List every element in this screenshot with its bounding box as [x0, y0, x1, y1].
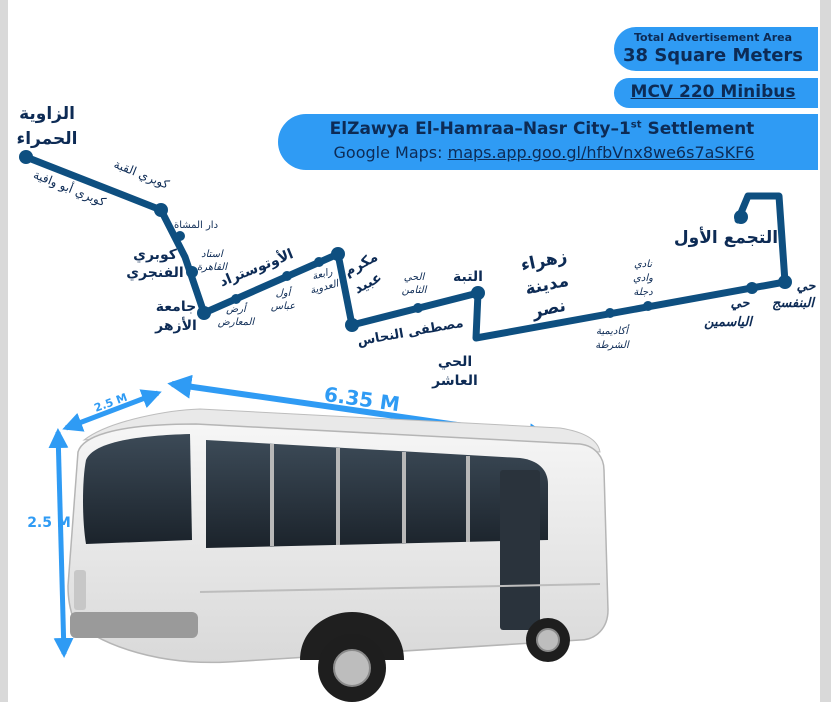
route-title-main: ElZawya El-Hamraa–Nasr City–1 [329, 119, 631, 139]
window-pillars [270, 444, 470, 546]
rear-bumper [70, 612, 198, 638]
length-label: 6.35 M [323, 382, 402, 416]
route-title: ElZawya El-Hamraa–Nasr City–1st Settleme… [278, 119, 806, 139]
front-wheel-rim [536, 628, 560, 652]
rear-lights [74, 570, 86, 610]
bus-model-badge: MCV 220 Minibus [614, 78, 818, 108]
stop-zawya-line2: الحمراء [17, 129, 78, 149]
stop-ard-line2: المعارض [218, 317, 256, 328]
stop-dot-fangary [186, 266, 198, 278]
stop-dot-tagamoa [734, 210, 748, 224]
stop-zawya-line1: الزاوية [19, 104, 75, 124]
stop-dot-kobri-qobba [154, 203, 168, 217]
stop-dot-tiba [471, 286, 485, 300]
stop-dot-zawya [19, 150, 33, 164]
stop-dot-rabaa [314, 257, 324, 267]
stop-labels: الزاوية الحمراء كوبري القبة كوبري أبو وا… [17, 104, 817, 389]
stop-dot-yasmeen [746, 282, 758, 294]
stop-tagamoa: التجمع الأول [674, 227, 778, 248]
stop-dot-thamen [413, 303, 423, 313]
stop-degla-line3: دجلة [633, 287, 653, 298]
stop-banafseg-line2: البنفسج [772, 296, 816, 311]
stop-abbas-line1: أول [276, 286, 293, 299]
bus-model: MCV 220 Minibus [630, 82, 796, 102]
stop-thamen-line2: الثامن [402, 285, 428, 296]
stop-dot-nahhas [345, 318, 359, 332]
stop-fangary-line2: الفنجري [126, 265, 183, 282]
stop-police-line1: أكاديمية [596, 324, 630, 337]
minibus-illustration [67, 408, 609, 702]
stop-dot-abbas [282, 271, 292, 281]
stop-tiba: التبة [453, 269, 483, 285]
stop-dar-el-mashah: دار المشاة [174, 220, 218, 231]
stop-ard-line1: أرض [226, 302, 248, 315]
stop-degla-line1: نادي [634, 259, 653, 270]
stop-ashir-line2: العاشر [431, 373, 478, 389]
stop-zahraa-line3: نصر [529, 296, 567, 323]
ad-area-value: 38 Square Meters [623, 45, 803, 66]
stop-dot-azhar [197, 306, 211, 320]
stop-dot-dar-el-mashah [175, 231, 185, 241]
rear-wheel-rim [333, 649, 371, 687]
stop-zahraa-line2: مدينة [523, 271, 570, 300]
route-stops [19, 150, 792, 332]
stop-yasmeen-line2: الياسمين [704, 315, 754, 330]
bus-door [500, 470, 540, 630]
stop-ashir-line1: الحي [438, 354, 472, 370]
route-badge: ElZawya El-Hamraa–Nasr City–1st Settleme… [278, 114, 818, 170]
stop-banafseg-line1: حي [797, 279, 817, 294]
stop-stad-line1: استاد [201, 249, 224, 260]
stop-thamen-line1: الحي [404, 272, 426, 283]
stop-police-line2: الشرطة [595, 340, 630, 351]
stop-abbas-line2: عباس [271, 301, 295, 312]
stop-dot-degla [643, 301, 653, 311]
stop-stad-line2: القاهرة [197, 262, 228, 273]
height-arrow [48, 428, 74, 658]
ad-area-badge: Total Advertisement Area 38 Square Meter… [614, 27, 818, 71]
stop-dot-police-academy [605, 308, 615, 318]
ad-area-label: Total Advertisement Area [633, 31, 793, 44]
height-label: 2.5 M [27, 515, 71, 531]
stop-azhar-line2: الأزهر [154, 317, 197, 334]
route-title-sup: st [630, 119, 642, 131]
stop-dot-makram [331, 247, 345, 261]
width-arrow [62, 389, 162, 432]
side-windows [206, 440, 548, 548]
stop-azhar-line1: جامعة [156, 299, 196, 315]
stop-rabaa-line1: رابعة [311, 267, 334, 283]
rear-window [83, 434, 192, 544]
stop-dot-banafseg [778, 275, 792, 289]
maps-label: Google Maps: [333, 143, 448, 162]
stop-fangary-line1: كوبري [133, 247, 178, 264]
stop-kobri-qobba: كوبري القبة [112, 157, 172, 193]
stop-autostrad: الأوتوستراد [217, 245, 296, 290]
stop-degla-line2: وادي [633, 273, 653, 284]
stop-dot-ard-el-maarad [231, 294, 241, 304]
stop-yasmeen-line1: حي [731, 296, 751, 311]
maps-line: Google Maps: maps.app.goo.gl/hfbVnx8we6s… [278, 143, 810, 162]
maps-link[interactable]: maps.app.goo.gl/hfbVnx8we6s7aSKF6 [447, 143, 755, 162]
body-line [199, 583, 601, 593]
route-title-tail: Settlement [641, 119, 755, 139]
